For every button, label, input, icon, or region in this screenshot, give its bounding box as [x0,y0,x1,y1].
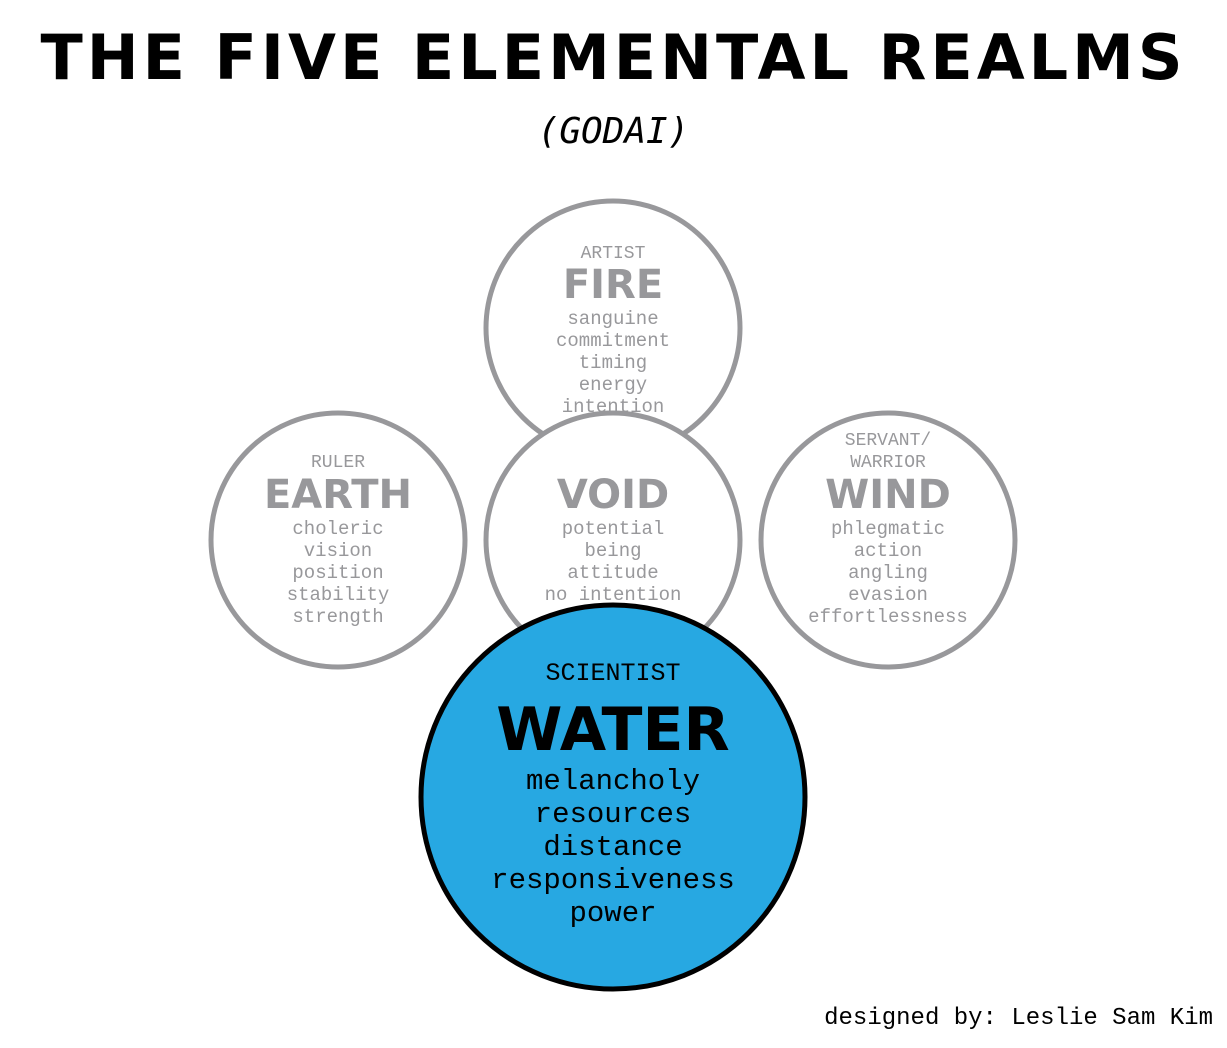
earth-element: RULER EARTH choleric vision position sta… [208,410,468,670]
wind-trait: angling [848,562,928,584]
water-name: WATER [496,695,729,765]
earth-trait: stability [287,584,390,606]
diagram-subtitle: (GODAI) [537,111,690,152]
fire-trait: sanguine [567,308,658,330]
void-name: VOID [557,472,669,518]
void-trait: no intention [545,584,682,606]
wind-circle [758,410,1018,670]
water-trait: melancholy [526,765,700,798]
fire-trait: intention [562,396,665,418]
water-trait: power [569,897,656,930]
wind-trait: effortlessness [808,606,968,628]
fire-trait: energy [579,374,647,396]
fire-trait: commitment [556,330,670,352]
wind-name: WIND [825,472,951,518]
void-trait: attitude [567,562,658,584]
water-trait: resources [535,798,692,831]
fire-name: FIRE [563,262,663,308]
wind-role-line1: SERVANT/ [845,431,931,451]
water-circle [418,602,808,992]
fire-trait: timing [579,352,647,374]
diagram-title: THE FIVE ELEMENTAL REALMS [40,21,1187,94]
void-element: VOID potential being attitude no intenti… [483,410,743,670]
void-trait: potential [562,518,665,540]
earth-role: RULER [311,453,365,473]
water-trait: distance [543,831,682,864]
earth-name: EARTH [264,472,412,518]
earth-trait: choleric [292,518,383,540]
earth-trait: vision [304,540,372,562]
fire-element: ARTIST FIRE sanguine commitment timing e… [483,198,743,458]
earth-trait: position [292,562,383,584]
water-element: SCIENTIST WATER melancholy resources dis… [418,602,808,992]
wind-trait: action [854,540,922,562]
wind-role-line2: WARRIOR [850,453,926,473]
earth-circle [208,410,468,670]
designer-credit: designed by: Leslie Sam Kim [824,1005,1213,1032]
wind-trait: evasion [848,584,928,606]
water-trait: responsiveness [491,864,735,897]
void-trait: being [584,540,641,562]
wind-element: SERVANT/ WARRIOR WIND phlegmatic action … [758,410,1018,670]
wind-trait: phlegmatic [831,518,945,540]
earth-trait: strength [292,606,383,628]
fire-role: ARTIST [581,244,646,264]
water-role: SCIENTIST [545,659,680,688]
